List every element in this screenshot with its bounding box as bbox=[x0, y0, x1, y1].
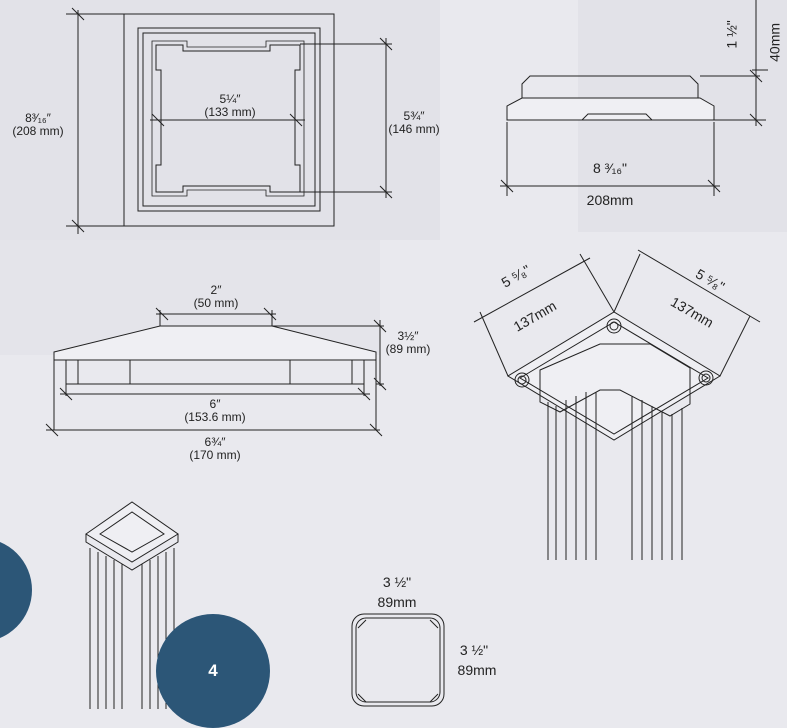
corner-iso-view bbox=[473, 249, 761, 560]
outer-dim-label: 8³⁄₁₆″(208 mm) bbox=[12, 111, 64, 139]
page-number-badge: 4 bbox=[156, 614, 270, 728]
cap-top-dim-label: 2″(50 mm) bbox=[193, 283, 239, 311]
cap-height-dim-label: 3½″(89 mm) bbox=[385, 329, 431, 357]
cap-outer-dim-label: 6¾″(170 mm) bbox=[189, 435, 241, 463]
inner-dim-label: 5¼″(133 mm) bbox=[204, 92, 256, 120]
base-height-metric: 40mm bbox=[766, 22, 783, 62]
section-top-imperial: 3 ½" bbox=[382, 574, 412, 590]
base-side-view bbox=[500, 0, 768, 196]
right-dim-label: 5¾″(146 mm) bbox=[388, 109, 440, 137]
technical-drawing bbox=[0, 0, 768, 709]
badge-left-decoration bbox=[0, 542, 32, 638]
section-side-imperial: 3 ½" bbox=[459, 642, 489, 658]
base-width-metric: 208mm bbox=[586, 192, 634, 208]
base-height-imperial: 1 ½" bbox=[723, 20, 740, 49]
top-plan-view bbox=[66, 7, 393, 234]
post-perspective bbox=[85, 501, 179, 709]
section-side-metric: 89mm bbox=[457, 662, 497, 678]
cap-profile-view bbox=[45, 307, 387, 437]
post-section bbox=[351, 613, 445, 707]
cap-inner-dim-label: 6″(153.6 mm) bbox=[184, 397, 246, 425]
base-width-imperial: 8 ³⁄₁₆" bbox=[592, 160, 627, 176]
section-top-metric: 89mm bbox=[377, 594, 417, 610]
